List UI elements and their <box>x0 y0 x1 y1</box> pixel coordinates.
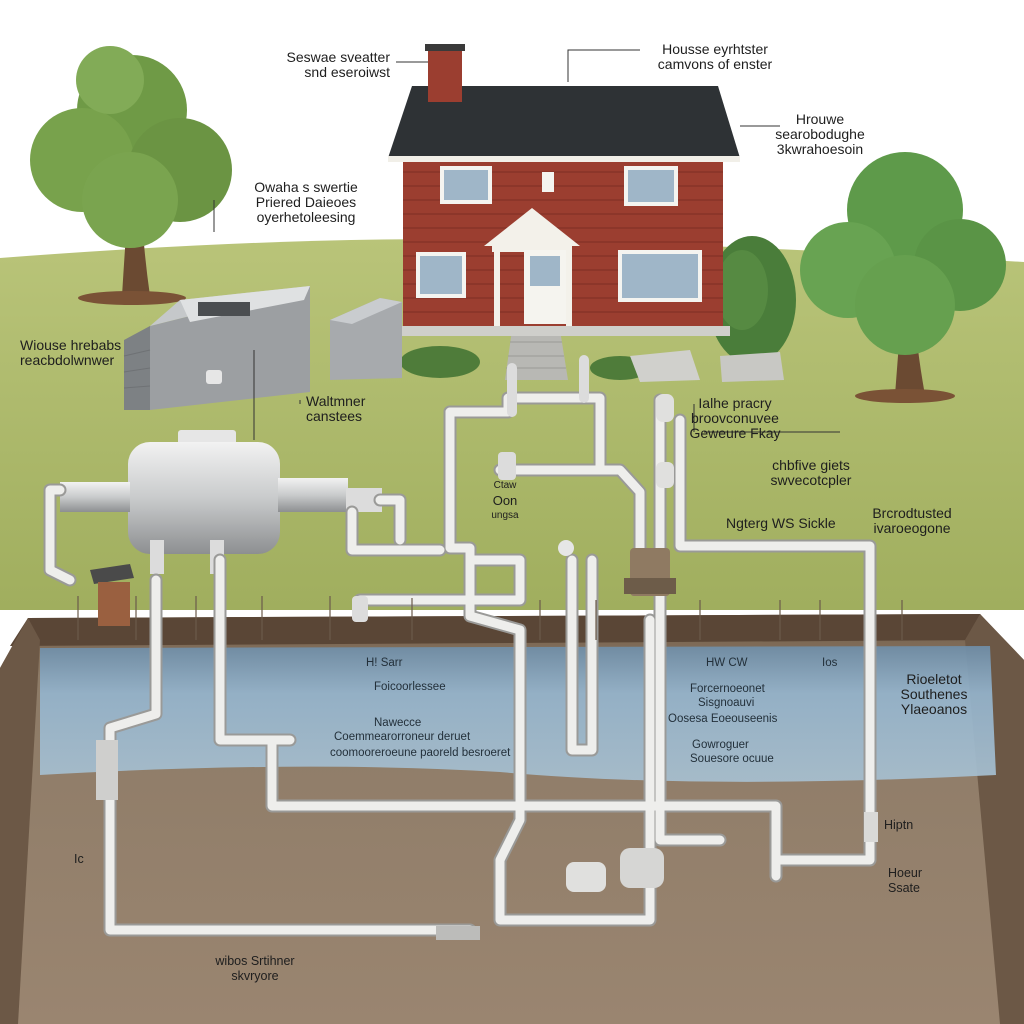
label-line: Ylaeoanos <box>900 701 968 717</box>
label-right-lower: Hiptn <box>884 818 914 832</box>
tank-icon <box>60 430 382 574</box>
label-mid-right: Ngterg WS Sickle <box>726 515 836 531</box>
label-line: Ialhe pracry <box>698 395 772 411</box>
label-tree-left: Owaha s swertie Priered Daieoes oyerheto… <box>236 180 376 225</box>
label-line: Geweure Fkay <box>689 425 781 441</box>
label-line: Housse eyrhtster <box>662 41 768 57</box>
label-water-f: HW CW <box>706 657 748 669</box>
callout-lines <box>213 49 840 440</box>
label-line: Hrouwe <box>795 111 845 127</box>
label-line: ungsa <box>491 510 519 521</box>
label-water-g: Forcernoeonet <box>690 683 765 695</box>
label-line: canstees <box>306 408 363 424</box>
label-line: Wiouse hrebabs <box>20 337 122 353</box>
label-line: Southenes <box>900 686 968 702</box>
pipe-network <box>43 355 877 937</box>
label-left-bottom: Ic <box>74 852 84 866</box>
label-line: 3kwrahoesoin <box>776 141 864 157</box>
label-line: wibos Srtihner <box>215 954 295 968</box>
valve-icon <box>96 394 878 940</box>
label-line: Brcrodtusted <box>872 505 952 521</box>
label-line: Priered Daieoes <box>255 194 357 210</box>
label-line: Waltmner <box>306 393 366 409</box>
tree-left-icon <box>30 46 232 305</box>
utility-box-icon <box>330 298 402 380</box>
label-right-bottom: Hoeur Ssate <box>888 866 922 896</box>
label-water-a: H! Sarr <box>366 657 403 669</box>
label-right-pipe: Ialhe pracry broovconuvee Geweure Fkay <box>670 396 800 441</box>
label-water-l: Ios <box>822 657 838 669</box>
label-water-k: Souesore ocuue <box>690 753 774 765</box>
label-line: Owaha s swertie <box>254 179 358 195</box>
label-left-mid: Wiouse hrebabs reacbdolwnwer <box>20 338 160 368</box>
septic-vault-icon <box>123 286 310 410</box>
label-right-far: chbfive giets swvecotcpler <box>746 458 876 488</box>
label-far-right: Brcrodtusted ivaroeogone <box>852 506 972 536</box>
label-vault: Waltmner canstees <box>306 394 406 424</box>
label-line: oyerhetoleesing <box>256 209 356 225</box>
label-water-b: Foicoorlessee <box>374 681 446 693</box>
label-water-h: Sisgnoauvi <box>698 697 755 709</box>
tree-right-icon <box>800 152 1006 403</box>
label-water-c: Nawecce <box>374 717 422 729</box>
house-icon <box>388 44 784 382</box>
label-line: camvons of enster <box>657 56 773 72</box>
label-line: snd eseroiwst <box>304 64 390 80</box>
chimney-icon <box>425 44 465 102</box>
label-line: Rioeletot <box>906 671 962 687</box>
label-water-j: Gowroguer <box>692 739 749 751</box>
label-line: searobodughe <box>775 126 865 142</box>
label-top-left: Seswae sveatter snd eseroiwst <box>250 49 391 80</box>
label-right-soil: Rioeletot Southenes Ylaeoanos <box>884 672 984 717</box>
label-line: reacbdolwnwer <box>20 352 115 368</box>
label-roof-right: Hrouwe searobodughe 3kwrahoesoin <box>760 112 880 157</box>
label-water-i: Oosesa Eoeouseenis <box>668 713 778 725</box>
label-line: Oon <box>492 493 518 508</box>
label-line: Hoeur <box>888 866 923 880</box>
label-line: broovconuvee <box>691 410 779 426</box>
label-line: Ctaw <box>493 480 517 491</box>
label-top-right: Housse eyrhtster camvons of enster <box>630 42 800 72</box>
label-line: Ssate <box>888 881 920 895</box>
label-line: skvryore <box>231 969 279 983</box>
label-line: swvecotcpler <box>770 472 852 488</box>
label-line: Seswae sveatter <box>286 49 391 65</box>
pump-icon <box>90 564 134 626</box>
label-line: ivaroeogone <box>873 520 951 536</box>
label-line: chbfive giets <box>772 457 850 473</box>
fence-posts <box>77 596 903 640</box>
label-water-e: coomooreroeune paoreld besroeret <box>330 747 511 759</box>
label-bottom: wibos Srtihner skvryore <box>200 954 310 984</box>
label-center-ditch: Ctaw Oon ungsa <box>480 478 530 523</box>
label-water-d: Coemmearorroneur deruet <box>334 731 471 743</box>
